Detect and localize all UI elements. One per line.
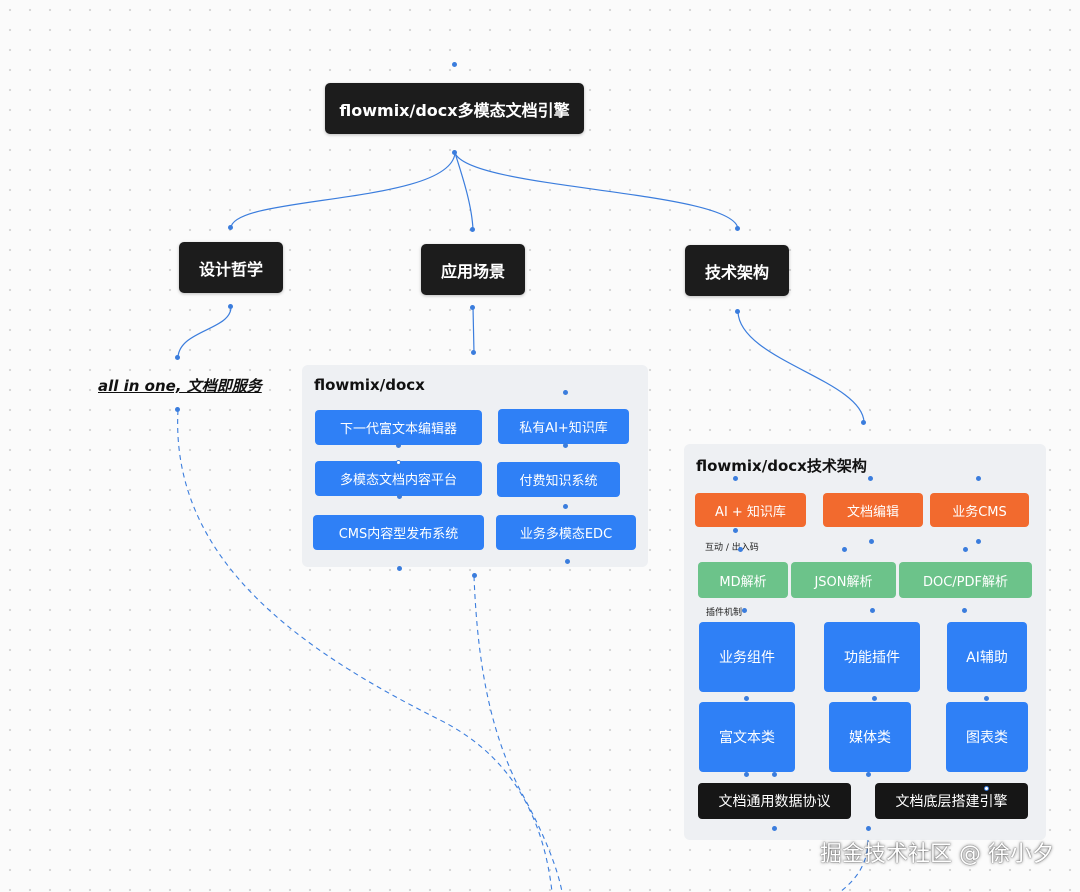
scenario-group-bottom-handle[interactable] xyxy=(472,573,477,578)
root-bottom-handle[interactable] xyxy=(452,150,457,155)
watermark: 掘金技术社区 @ 徐小夕 xyxy=(820,842,1054,867)
arch-parser-item[interactable]: DOC/PDF解析 xyxy=(899,562,1032,598)
arch-item-handle[interactable] xyxy=(842,547,847,552)
scenario-item-handle[interactable] xyxy=(396,460,401,465)
arch-plugin-item[interactable]: 富文本类 xyxy=(699,702,795,772)
scenario-item[interactable]: 付费知识系统 xyxy=(497,462,620,497)
scenario-item[interactable]: 私有AI+知识库 xyxy=(498,409,629,444)
arch-item-handle[interactable] xyxy=(984,786,989,791)
root-node-label: flowmix/docx多模态文档引擎 xyxy=(339,100,570,120)
scenario-node-label: 应用场景 xyxy=(440,261,505,281)
scenario-item-handle[interactable] xyxy=(563,390,568,395)
arch-foundation-item[interactable]: 文档通用数据协议 xyxy=(698,783,851,819)
link-design-tagline xyxy=(177,306,232,358)
arch-item-handle[interactable] xyxy=(744,696,749,701)
arch-plugin-item[interactable]: 媒体类 xyxy=(829,702,911,772)
design-bottom-handle[interactable] xyxy=(228,304,233,309)
arch-item-handle[interactable] xyxy=(872,696,877,701)
arch-item-handle[interactable] xyxy=(772,826,777,831)
arch-item-handle[interactable] xyxy=(869,539,874,544)
scenario-item-handle[interactable] xyxy=(563,443,568,448)
arch-item-handle[interactable] xyxy=(870,608,875,613)
design-node-label: 设计哲学 xyxy=(198,259,263,279)
scenario-item[interactable]: 下一代富文本编辑器 xyxy=(315,410,482,445)
arch-item-handle[interactable] xyxy=(962,608,967,613)
arch-item-handle[interactable] xyxy=(866,772,871,777)
arch-item-handle[interactable] xyxy=(976,476,981,481)
arch-item-handle[interactable] xyxy=(868,476,873,481)
arch-plugin-item[interactable]: 功能插件 xyxy=(824,622,920,692)
arch-item-handle[interactable] xyxy=(742,608,747,613)
scenario-item[interactable]: 业务多模态EDC xyxy=(496,515,636,550)
architecture-group-title: flowmix/docx技术架构 xyxy=(696,457,867,475)
architecture-top-handle[interactable] xyxy=(735,226,740,231)
design-node[interactable]: 设计哲学 xyxy=(179,242,283,293)
scenario-group-top-handle[interactable] xyxy=(471,350,476,355)
arch-item-handle[interactable] xyxy=(963,547,968,552)
plugin-note: 插件机制 xyxy=(706,608,743,618)
arch-top-item[interactable]: AI + 知识库 xyxy=(695,493,806,527)
tagline-top-handle[interactable] xyxy=(175,355,180,360)
scenario-item[interactable]: CMS内容型发布系统 xyxy=(313,515,484,550)
architecture-node-label: 技术架构 xyxy=(704,262,769,282)
arch-parser-item[interactable]: MD解析 xyxy=(698,562,788,598)
scenario-group-title: flowmix/docx xyxy=(314,376,425,394)
arch-plugin-item[interactable]: 业务组件 xyxy=(699,622,795,692)
link-root-architecture xyxy=(454,152,739,230)
link-root-scenario xyxy=(454,152,474,231)
arch-top-item[interactable]: 业务CMS xyxy=(930,493,1029,527)
arch-foundation-item[interactable]: 文档底层搭建引擎 xyxy=(875,783,1028,819)
scenario-bottom-handle[interactable] xyxy=(470,305,475,310)
arch-item-handle[interactable] xyxy=(733,476,738,481)
architecture-bottom-handle[interactable] xyxy=(735,309,740,314)
arch-plugin-item[interactable]: AI辅助 xyxy=(947,622,1027,692)
scenario-item[interactable]: 多模态文档内容平台 xyxy=(315,461,482,496)
scenario-item-handle[interactable] xyxy=(563,504,568,509)
scenario-item-handle[interactable] xyxy=(396,443,401,448)
tagline-bottom-handle[interactable] xyxy=(175,407,180,412)
link-scenario-group xyxy=(472,306,475,354)
root-top-handle[interactable] xyxy=(452,62,457,67)
architecture-node[interactable]: 技术架构 xyxy=(685,245,789,296)
arch-plugin-item[interactable]: 图表类 xyxy=(946,702,1028,772)
scenario-item-handle[interactable] xyxy=(565,559,570,564)
arch-parser-item[interactable]: JSON解析 xyxy=(791,562,896,598)
arch-item-handle[interactable] xyxy=(866,826,871,831)
scenario-top-handle[interactable] xyxy=(470,227,475,232)
scenario-node[interactable]: 应用场景 xyxy=(421,244,525,295)
scenario-item-handle[interactable] xyxy=(397,494,402,499)
design-tagline[interactable]: all in one, 文档即服务 xyxy=(98,377,262,395)
scenario-item-handle[interactable] xyxy=(397,566,402,571)
arch-top-item[interactable]: 文档编辑 xyxy=(823,493,923,527)
interaction-note: 互动 / 出入码 xyxy=(705,543,759,553)
arch-item-handle[interactable] xyxy=(976,539,981,544)
link-root-design xyxy=(230,152,456,229)
arch-item-handle[interactable] xyxy=(772,772,777,777)
arch-item-handle[interactable] xyxy=(733,528,738,533)
dashed-link-scenario xyxy=(473,575,563,892)
link-architecture-group xyxy=(737,311,865,423)
design-top-handle[interactable] xyxy=(228,225,233,230)
arch-item-handle[interactable] xyxy=(738,547,743,552)
arch-item-handle[interactable] xyxy=(984,696,989,701)
architecture-group-top-handle[interactable] xyxy=(861,420,866,425)
root-node[interactable]: flowmix/docx多模态文档引擎 xyxy=(325,83,584,134)
arch-item-handle[interactable] xyxy=(744,772,749,777)
